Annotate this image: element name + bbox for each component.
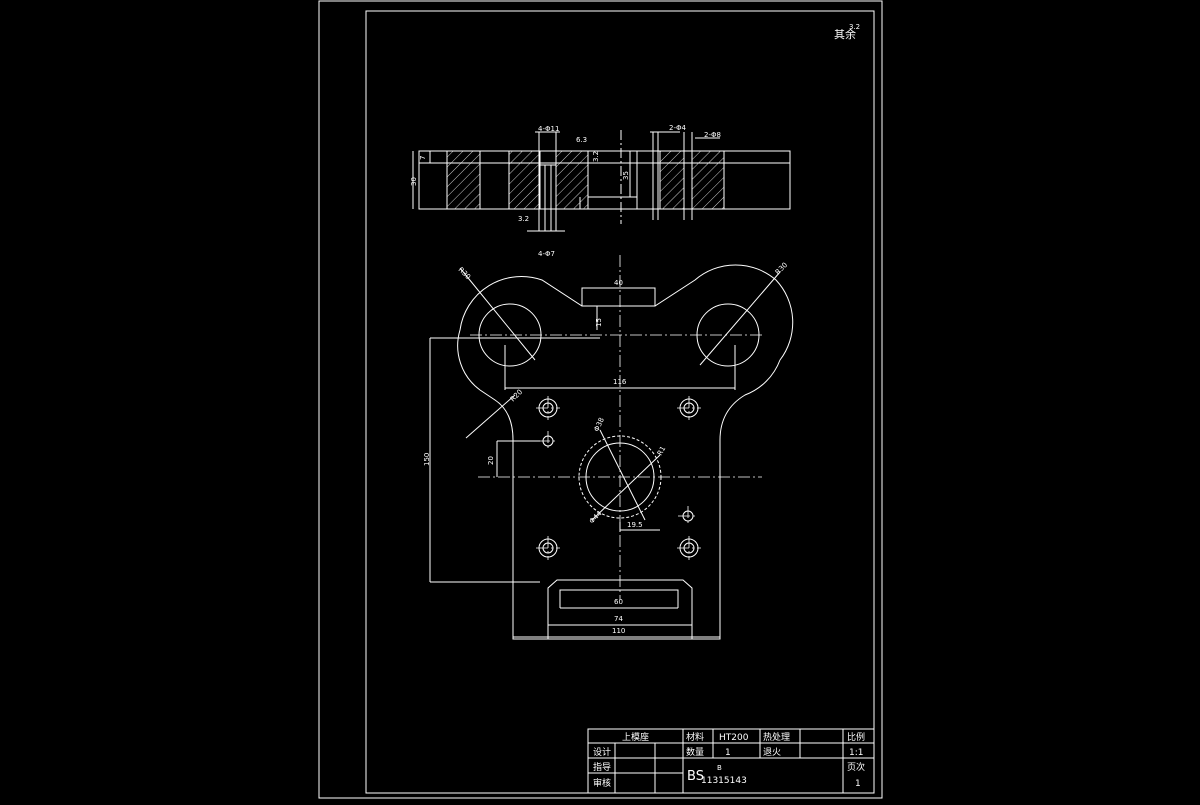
code-prefix: BS — [687, 769, 704, 784]
hatch-zone-5 — [691, 150, 725, 210]
dim-center-offset: 19.5 — [627, 521, 643, 529]
roughness-mid: 3.2 — [592, 151, 600, 162]
counterbore — [538, 131, 557, 166]
hatch-zone-2 — [508, 150, 541, 210]
material-label: 材料 — [686, 731, 704, 743]
section-view — [412, 130, 791, 232]
dim-center-bore: Φ38 — [593, 416, 606, 432]
dim-offset-left: 20 — [487, 456, 495, 465]
part-name: 上模座 — [622, 731, 649, 743]
label-4-phi7: 4-Φ7 — [538, 250, 555, 258]
code-sup: B — [717, 764, 722, 772]
hatch-zone-1 — [446, 150, 481, 210]
title-block — [587, 728, 875, 794]
heat-label: 热处理 — [763, 731, 790, 743]
annealing: 退火 — [763, 747, 781, 758]
dim-bore-35: 35 — [622, 171, 630, 180]
page-value: 1 — [855, 779, 861, 789]
qty-value: 1 — [725, 748, 731, 758]
dim-hole-spacing: 116 — [613, 378, 627, 386]
dim-bottom-inner: 74 — [614, 615, 623, 623]
plan-view — [429, 255, 794, 640]
code-number: 11315143 — [701, 776, 747, 786]
hatch-zone-4 — [659, 150, 685, 210]
outer-border — [318, 0, 883, 799]
label-4-phi11: 4-Φ11 — [538, 125, 559, 133]
corner-note-sup: 3.2 — [849, 23, 860, 31]
dim-r-right: R30 — [774, 261, 789, 276]
dim-center-small: Φ44 — [588, 509, 604, 525]
material-value: HT200 — [719, 733, 749, 743]
section-bore — [587, 150, 638, 198]
bottom-slot — [559, 589, 679, 608]
qty-label: 数量 — [686, 746, 704, 758]
dim-r-left: R30 — [457, 266, 472, 281]
dim-depth-7: 7 — [419, 156, 427, 160]
design-label: 设计 — [593, 746, 611, 758]
roughness-top: 6.3 — [576, 136, 587, 144]
dim-thickness-30: 30 — [410, 177, 418, 186]
roughness-note: 其余 3.2 — [834, 23, 860, 41]
title-block-text: 上模座 材料 HT200 热处理 比例 设计 数量 1 退火 1:1 指导 审核… — [593, 731, 865, 789]
review-label: 审核 — [593, 777, 611, 789]
dim-slot-depth: 15 — [595, 318, 603, 327]
mounting-holes — [538, 398, 699, 558]
dim-small-r: R1 — [656, 445, 668, 457]
page-label: 页次 — [847, 761, 865, 773]
dim-bottom-slot: 60 — [614, 598, 623, 606]
dim-slot-width: 40 — [614, 279, 623, 287]
scale-value: 1:1 — [849, 748, 863, 758]
top-slot — [581, 287, 656, 307]
dim-fillet: R20 — [509, 388, 524, 403]
dim-bottom-total: 110 — [612, 627, 625, 635]
plan-labels: R30 R30 40 15 116 R20 150 20 Φ38 R1 Φ44 … — [423, 261, 789, 635]
dim-height-total: 150 — [423, 453, 431, 466]
section-step — [579, 196, 638, 210]
section-labels: 4-Φ11 2-Φ4 2-Φ8 4-Φ7 6.3 3.2 3.2 7 30 35 — [410, 124, 721, 258]
label-2-phi4: 2-Φ4 — [669, 124, 686, 132]
roughness-bottom: 3.2 — [518, 215, 529, 223]
guide-label: 指导 — [593, 761, 611, 773]
plan-outline — [457, 264, 794, 640]
scale-label: 比例 — [847, 731, 865, 743]
hatch-zone-3 — [555, 150, 589, 210]
label-2-phi8: 2-Φ8 — [704, 131, 721, 139]
corner-note-text: 其余 — [834, 27, 856, 41]
